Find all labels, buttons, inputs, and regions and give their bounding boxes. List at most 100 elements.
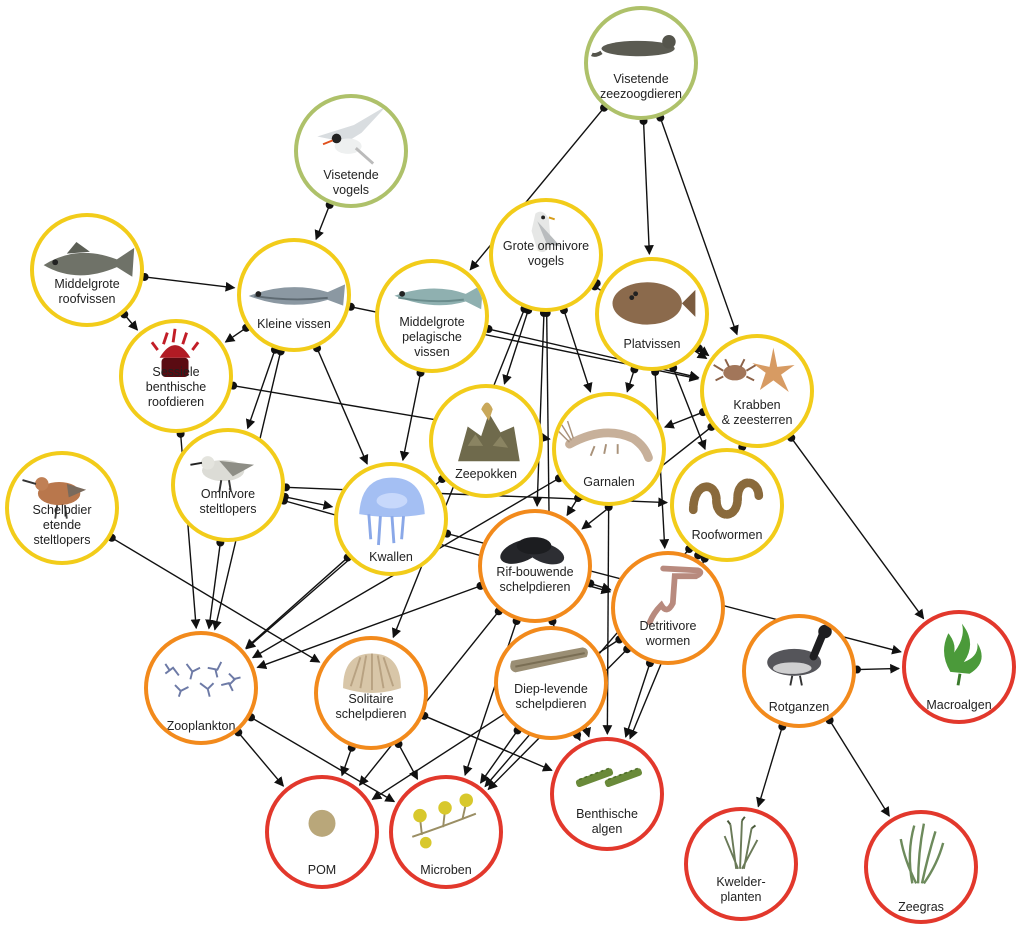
feeding-link-kleinevis-to-kwallen bbox=[316, 347, 369, 465]
node-label: Middelgrote roofvissen bbox=[54, 277, 120, 306]
feeding-link-krabben-to-macroalg bbox=[790, 437, 925, 620]
seal-icon bbox=[590, 35, 676, 57]
brent-goose-icon bbox=[767, 624, 832, 686]
node-label: Garnalen bbox=[583, 475, 635, 489]
shrimp-icon bbox=[557, 420, 653, 463]
feeding-link-kwallen-to-zooplankton bbox=[245, 557, 349, 649]
node-label: Krabben & zeesterren bbox=[721, 398, 793, 427]
node-label: Zooplankton bbox=[166, 719, 236, 733]
node-label: Visetende zeezoogdieren bbox=[599, 72, 682, 101]
node-label: Visetende vogels bbox=[323, 168, 379, 197]
feeding-link-garnalen-to-benth bbox=[602, 506, 613, 735]
knot-bird-icon bbox=[22, 477, 87, 519]
node-label: Middelgrote pelagische vissen bbox=[399, 315, 465, 359]
saltmarsh-plant-icon bbox=[723, 816, 759, 870]
feeding-link-omnistelt-to-zooplankton bbox=[205, 542, 222, 630]
node-label: Detritivore wormen bbox=[639, 619, 697, 648]
node-pom: POM bbox=[265, 775, 379, 889]
feeding-link-grote-to-zeepok bbox=[502, 309, 529, 385]
node-label: Kwelder- planten bbox=[716, 875, 766, 904]
cockle-icon bbox=[343, 653, 401, 693]
sanderling-icon bbox=[190, 456, 255, 492]
barnacle-icon bbox=[458, 402, 520, 462]
node-label: Rif-bouwende schelpdieren bbox=[496, 565, 574, 594]
node-roofvis: Middelgrote roofvissen bbox=[30, 213, 144, 327]
feeding-link-zooplankton-to-pom bbox=[237, 731, 285, 787]
node-label: Zeepokken bbox=[455, 467, 517, 481]
mussel-icon bbox=[500, 537, 565, 565]
feeding-link-kleinevis-to-omnistelt bbox=[245, 349, 276, 430]
node-roofworm: Roofwormen bbox=[670, 448, 784, 562]
node-label: Omnivore steltlopers bbox=[199, 487, 257, 516]
node-zeepok: Zeepokken bbox=[429, 384, 543, 498]
node-label: Diep-levende schelpdieren bbox=[514, 682, 588, 711]
feeding-link-rif-to-zooplankton bbox=[256, 585, 481, 669]
seagrass-icon bbox=[899, 823, 945, 885]
jellyfish-icon bbox=[359, 477, 425, 546]
feeding-link-pelagisch-to-kwallen bbox=[399, 372, 422, 462]
node-kwallen: Kwallen bbox=[334, 462, 448, 576]
feeding-link-rotgans-to-macroalg bbox=[856, 663, 900, 674]
node-zooplankton: Zooplankton bbox=[144, 631, 258, 745]
pom-dot-icon bbox=[308, 809, 336, 837]
ragworm-icon bbox=[688, 478, 764, 519]
node-label: POM bbox=[307, 863, 337, 877]
node-label: Platvissen bbox=[623, 337, 681, 351]
flatfish-icon bbox=[612, 282, 696, 325]
feeding-link-zeezoog-to-krabben bbox=[659, 117, 739, 336]
crab-starfish-icon bbox=[713, 347, 795, 392]
zooplankton-icon bbox=[164, 661, 241, 697]
node-label: Macroalgen bbox=[926, 698, 992, 712]
feeding-link-schelpdier_stelt-to-solitaire bbox=[111, 537, 321, 663]
node-krabben: Krabben & zeesterren bbox=[700, 334, 814, 448]
node-label: Solitaire schelpdieren bbox=[335, 692, 407, 721]
feeding-link-rotgans-to-zeegras bbox=[829, 719, 890, 817]
node-vogels: Visetende vogels bbox=[294, 94, 408, 208]
node-kwelder: Kwelder- planten bbox=[684, 807, 798, 921]
node-label: Rotganzen bbox=[768, 700, 830, 714]
small-fish-icon bbox=[248, 284, 346, 306]
feeding-link-diep-to-microben bbox=[479, 730, 519, 784]
node-microben: Microben bbox=[389, 775, 503, 889]
node-schelpdier_stelt: Schelpdier etende steltlopers bbox=[5, 451, 119, 565]
microbe-icon bbox=[411, 793, 477, 849]
node-sessiel: Sessiele benthische roofdieren bbox=[119, 319, 233, 433]
node-pelagisch: Middelgrote pelagische vissen bbox=[375, 259, 489, 373]
feeding-link-vogels-to-kleinevis bbox=[314, 204, 331, 241]
node-label: Kleine vissen bbox=[257, 317, 331, 331]
node-omnistelt: Omnivore steltlopers bbox=[171, 428, 285, 542]
node-rif: Rif-bouwende schelpdieren bbox=[478, 509, 592, 623]
feeding-link-detri-to-benth bbox=[623, 662, 651, 738]
node-zeezoog: Visetende zeezoogdieren bbox=[584, 6, 698, 120]
node-grote: Grote omnivore vogels bbox=[489, 198, 603, 312]
node-label: Zeegras bbox=[898, 900, 944, 914]
node-label: Kwallen bbox=[369, 550, 413, 564]
node-garnalen: Garnalen bbox=[552, 392, 666, 506]
feeding-link-zooplankton-to-microben bbox=[250, 716, 396, 803]
feeding-link-omnistelt-to-kwallen bbox=[284, 496, 334, 510]
node-solitaire: Solitaire schelpdieren bbox=[314, 636, 428, 750]
feeding-link-rif-to-pom bbox=[358, 610, 500, 786]
lugworm-icon bbox=[646, 565, 704, 626]
gull-icon bbox=[531, 211, 561, 253]
node-label: Roofwormen bbox=[691, 528, 763, 542]
feeding-link-solitaire-to-pom bbox=[340, 747, 353, 777]
node-label: Microben bbox=[420, 863, 472, 877]
anemone-icon bbox=[150, 328, 200, 377]
node-label: Benthische algen bbox=[576, 807, 638, 836]
feeding-link-zeezoog-to-platvis bbox=[642, 120, 654, 256]
feeding-link-kleinevis-to-sessiel bbox=[224, 327, 247, 343]
tern-icon bbox=[317, 105, 387, 165]
node-kleinevis: Kleine vissen bbox=[237, 238, 351, 352]
seaweed-icon bbox=[944, 623, 982, 686]
node-label: Schelpdier etende steltlopers bbox=[32, 503, 92, 547]
node-benth: Benthische algen bbox=[550, 737, 664, 851]
razor-clam-icon bbox=[510, 647, 588, 673]
feeding-link-roofvis-to-kleinevis bbox=[144, 276, 236, 292]
feeding-link-solitaire-to-microben bbox=[397, 743, 419, 781]
feeding-link-rotgans-to-kwelder bbox=[756, 726, 783, 808]
node-rotgans: Rotganzen bbox=[742, 614, 856, 728]
node-diep: Diep-levende schelpdieren bbox=[494, 626, 608, 740]
diatom-icon bbox=[575, 767, 642, 788]
node-detri: Detritivore wormen bbox=[611, 551, 725, 665]
